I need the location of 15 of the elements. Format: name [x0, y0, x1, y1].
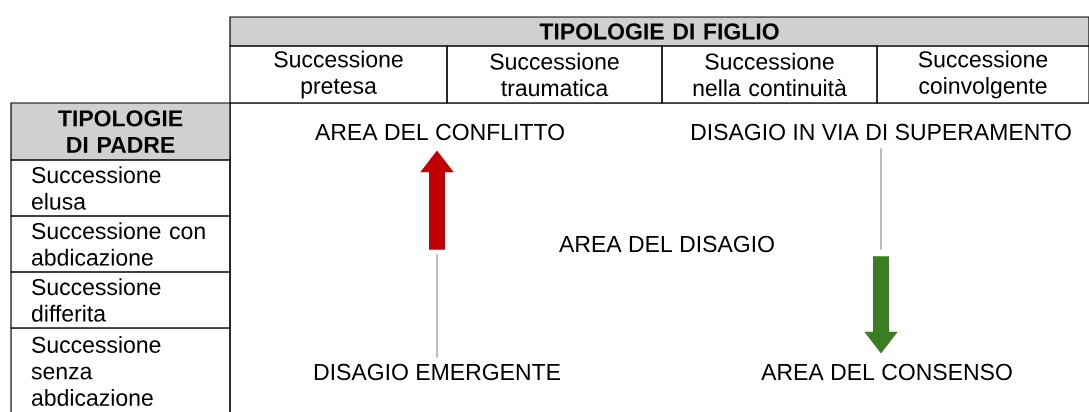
table-header-cell: Successione coinvolgente — [876, 45, 1089, 104]
area-label: AREA DEL CONFLITTO — [315, 123, 564, 141]
table-cell: Successione con abdicazione — [10, 215, 231, 273]
area-label: AREA DEL CONSENSO — [761, 363, 1012, 381]
table-cell: Successione senza abdicazione — [10, 327, 231, 412]
table-cell: Successione elusa — [10, 159, 231, 217]
table-header-cell: Successione traumatica — [446, 45, 663, 104]
table-header-cell: Successione pretesa — [229, 45, 448, 104]
table-header-cell: Successione nella continuità — [661, 45, 878, 104]
area-label: AREA DEL DISAGIO — [559, 235, 774, 253]
area-label: DISAGIO IN VIA DI SUPERAMENTO — [692, 123, 1071, 141]
area-label: DISAGIO EMERGENTE — [314, 363, 560, 381]
table-header-cell: TIPOLOGIE DI FIGLIO — [229, 16, 1089, 47]
table-header-cell: TIPOLOGIE DI PADRE — [10, 102, 231, 161]
table-cell: Successione differita — [10, 271, 231, 329]
